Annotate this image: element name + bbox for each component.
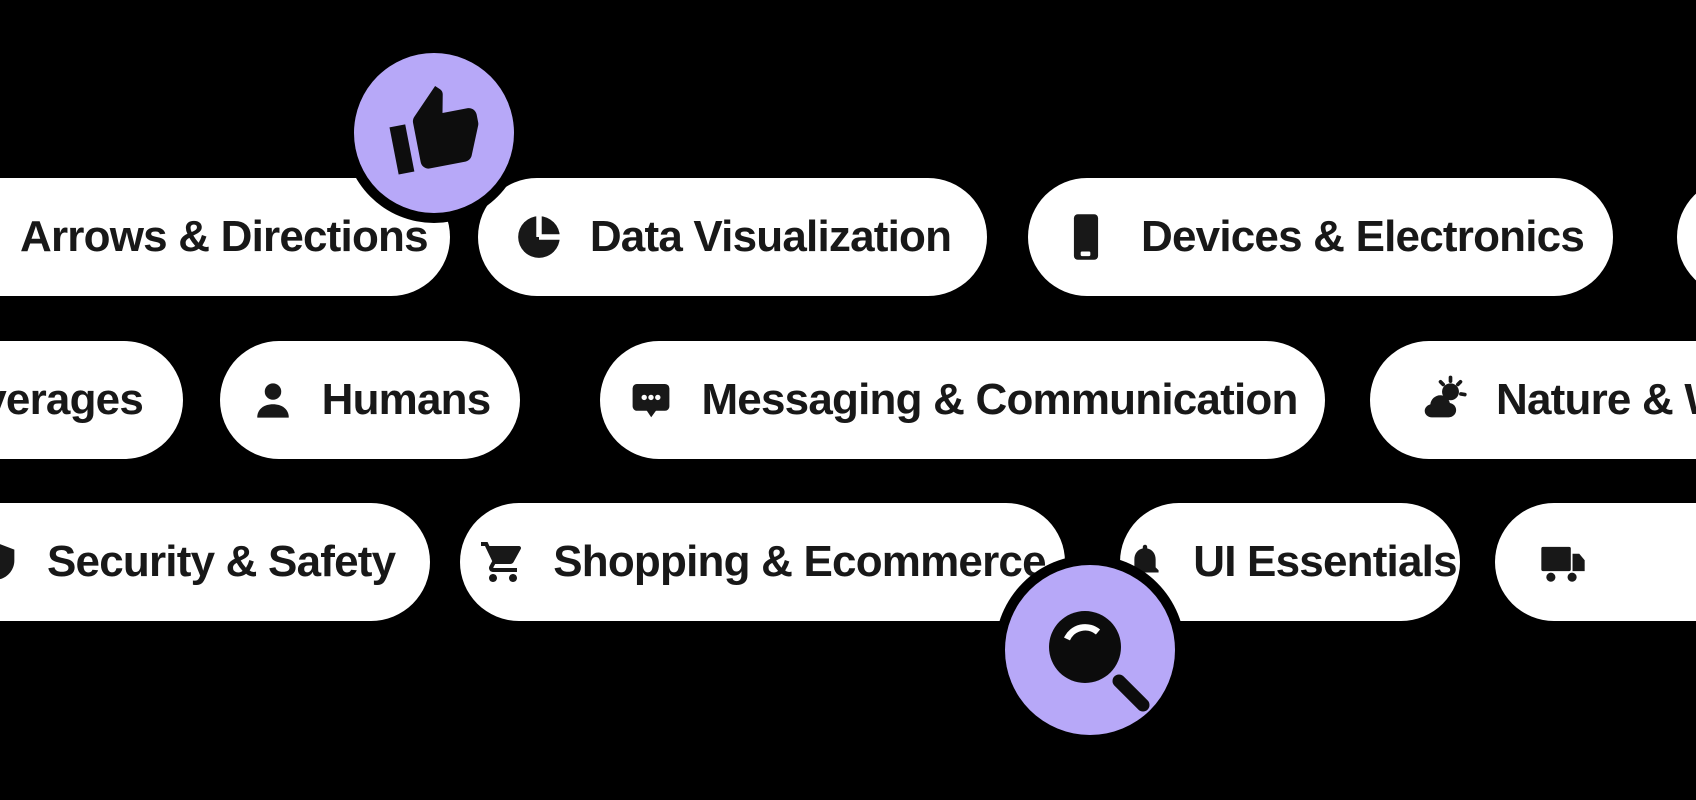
shopping-cart-icon [479,538,527,586]
category-label: Security & Safety [47,537,396,586]
category-pill-arrows-directions[interactable]: Arrows & Directions [0,178,450,296]
category-label: Shopping & Ecommerce [553,537,1046,586]
category-label: UI Essentials [1193,537,1457,586]
thumbs-up-icon [389,85,479,175]
shield-icon [0,541,21,583]
delivery-truck-icon [1537,536,1589,588]
category-pill-nature-weather[interactable]: Nature & Weather [1370,341,1696,459]
category-label: Food & Beverages [0,375,144,424]
category-pill-humans[interactable]: Humans [220,341,520,459]
category-pill-data-visualization[interactable]: Data Visualization [478,178,987,296]
category-pill-food-beverages[interactable]: Food & Beverages [0,341,183,459]
person-icon [250,377,296,423]
category-pill-messaging-communication[interactable]: Messaging & Communication [600,341,1325,459]
bell-icon [1123,540,1167,584]
category-label: Arrows & Directions [20,212,429,261]
search-badge [1005,565,1175,735]
sun-cloud-icon [1418,374,1470,426]
pie-chart-icon [514,212,564,262]
thumbs-up-badge [354,53,514,213]
category-label: Data Visualization [589,212,952,261]
category-label: Devices & Electronics [1141,212,1585,261]
search-icon [1049,611,1150,712]
category-pill-ui-essentials[interactable]: UI Essentials [1120,503,1460,621]
category-pill-truck-partial[interactable] [1495,503,1696,621]
category-label: Messaging & Communication [701,375,1298,424]
category-pill-partial-right[interactable] [1677,178,1696,296]
category-pill-devices-electronics[interactable]: Devices & Electronics [1028,178,1613,296]
category-label: Humans [321,375,492,424]
chat-bubble-icon [627,376,675,424]
category-pill-shopping-ecommerce[interactable]: Shopping & Ecommerce [460,503,1065,621]
category-pill-security-safety[interactable]: Security & Safety [0,503,430,621]
smartphone-icon [1057,208,1115,266]
category-label: Nature & Weather [1496,375,1696,424]
